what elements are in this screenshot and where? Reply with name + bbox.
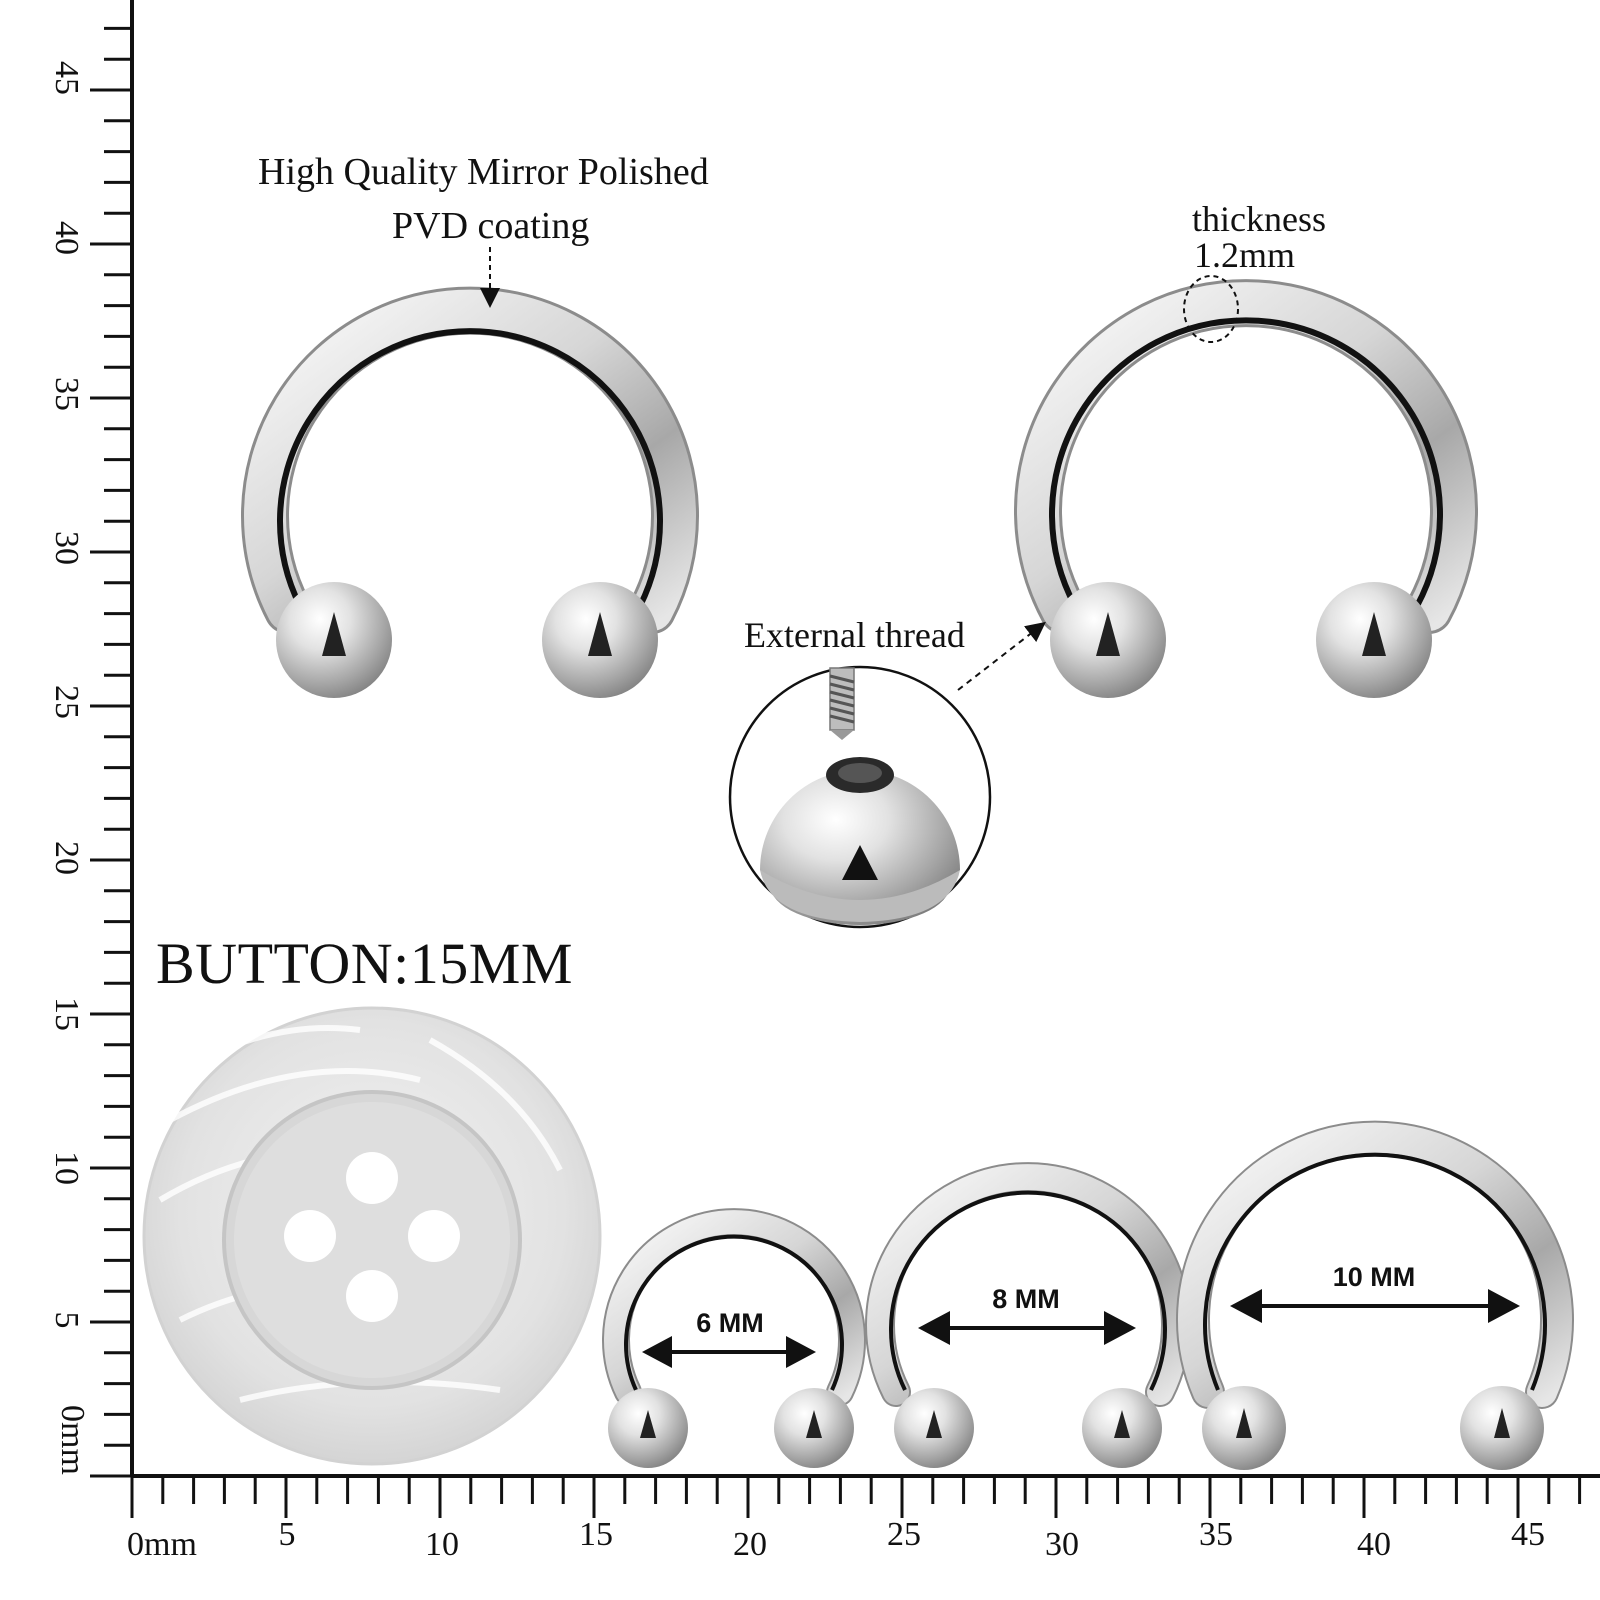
horseshoe-8mm — [865, 1162, 1191, 1468]
ruler-y-label: 10 — [48, 1151, 85, 1185]
ruler-y-ticks — [90, 26, 132, 1478]
size-label-10mm: 10 MM — [1332, 1262, 1416, 1292]
thread-screw-icon — [829, 667, 855, 740]
coating-label-line2: PVD coating — [392, 205, 590, 247]
button-hole — [346, 1152, 398, 1204]
thickness-callout-ellipse — [1183, 275, 1239, 343]
ruler-y-label: 25 — [48, 685, 85, 719]
thread-detail — [728, 621, 1046, 929]
dimension-arrow-6mm — [642, 1336, 816, 1368]
ruler-x-label: 20 — [733, 1526, 767, 1563]
ruler-x-ticks — [130, 1476, 1582, 1518]
ruler-y-label: 45 — [48, 61, 85, 95]
thread-pointer — [957, 621, 1046, 691]
ruler-x-label: 0mm — [127, 1526, 197, 1563]
ruler-x-label: 45 — [1511, 1516, 1545, 1553]
size-label-8mm: 8 MM — [992, 1284, 1060, 1314]
button-hole — [346, 1270, 398, 1322]
thread-label: External thread — [744, 615, 965, 655]
button-size-label: BUTTON:15MM — [156, 931, 573, 996]
coating-label-line1: High Quality Mirror Polished — [258, 151, 709, 193]
horseshoe-6mm — [602, 1208, 866, 1468]
dimension-arrow-8mm — [918, 1311, 1136, 1345]
size-label-6mm: 6 MM — [696, 1308, 764, 1338]
ruler-x-label: 5 — [278, 1516, 296, 1553]
ruler-x-label: 25 — [887, 1516, 921, 1553]
dimension-arrow-10mm — [1230, 1289, 1520, 1323]
horseshoe-10mm — [1176, 1120, 1574, 1470]
ruler-y-label: 30 — [48, 531, 85, 565]
ruler-x-label: 35 — [1199, 1516, 1233, 1553]
button-hole — [408, 1210, 460, 1262]
thickness-label-line2: 1.2mm — [1194, 235, 1296, 275]
ruler-y-label: 40 — [48, 221, 85, 255]
ruler — [90, 0, 1600, 1518]
button-reference — [142, 1006, 602, 1466]
ruler-x-label: 30 — [1045, 1526, 1079, 1563]
ruler-x-label: 40 — [1357, 1526, 1391, 1563]
ruler-y-label: 15 — [48, 997, 85, 1031]
ruler-x-label: 15 — [579, 1516, 613, 1553]
ruler-y-label: 0mm — [54, 1405, 91, 1475]
thickness-label-line1: thickness — [1192, 199, 1326, 239]
horseshoe-large-left — [241, 247, 699, 698]
horseshoe-large-right — [1014, 275, 1478, 698]
ruler-y-label: 35 — [48, 377, 85, 411]
button-hole — [284, 1210, 336, 1262]
ruler-x-label: 10 — [425, 1526, 459, 1563]
ruler-y-label: 20 — [48, 841, 85, 875]
ruler-y-label: 5 — [48, 1311, 85, 1329]
